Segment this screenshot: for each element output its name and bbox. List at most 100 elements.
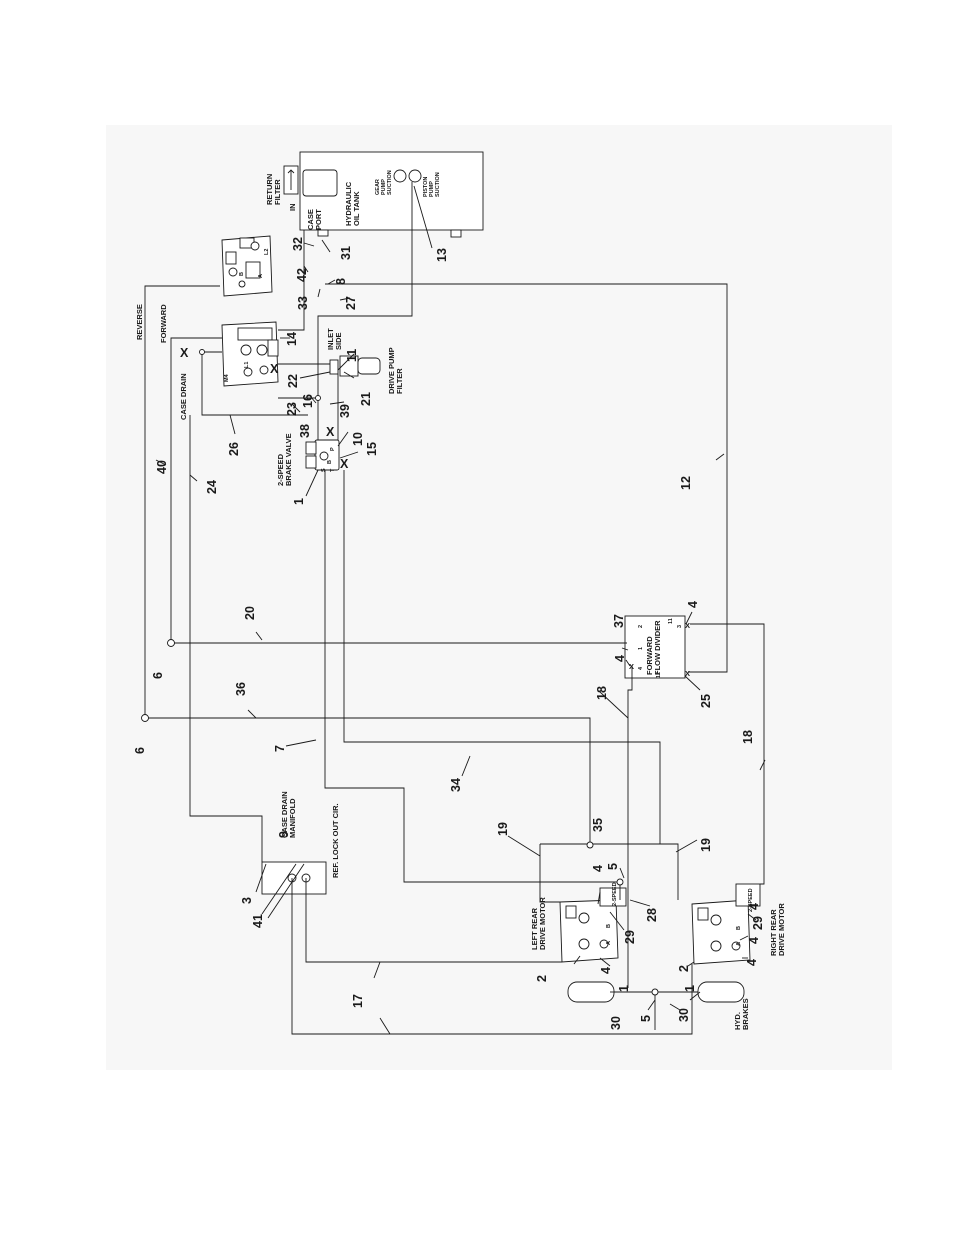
svg-text:3: 3: [677, 625, 683, 628]
svg-text:A: A: [606, 941, 612, 945]
callout-19-left: 19: [496, 822, 510, 836]
line-17b: [291, 878, 693, 1035]
line-forward: [170, 337, 222, 643]
hyd-brakes-label: HYD.BRAKES: [733, 998, 750, 1030]
callout-27: 27: [344, 296, 358, 310]
left-rear-drive-motor-label: LEFT REARDRIVE MOTOR: [530, 897, 547, 950]
hydraulic-oil-tank: RETURNFILTER IN CASEPORT HYDRAULICOIL TA…: [265, 151, 484, 238]
hydraulic-brakes: HYD.BRAKES: [567, 981, 750, 1030]
callout-21: 21: [359, 392, 373, 406]
callout-2-right: 2: [677, 965, 691, 972]
tee-5-upper: [616, 878, 624, 886]
callout-29-right: 29: [751, 916, 765, 930]
right-rear-drive-motor: B A 2-SPEED RIGHT REARDRIVE MOTOR: [691, 883, 786, 965]
callout-42: 42: [295, 268, 309, 282]
callout-10: 10: [351, 432, 365, 446]
callout-29-left: 29: [623, 930, 637, 944]
piston-drive-pump: M4 L1: [221, 321, 279, 387]
callout-36: 36: [234, 682, 248, 696]
callout-38: 38: [298, 424, 312, 438]
svg-text:L2: L2: [264, 249, 270, 255]
svg-text:P: P: [330, 447, 336, 451]
callout-2-left: 2: [535, 975, 549, 982]
line-32-case-port: [278, 230, 305, 331]
callout-7: 7: [273, 745, 287, 752]
line-36: [145, 717, 591, 845]
callout-12: 12: [679, 476, 693, 490]
callout-26: 26: [227, 442, 241, 456]
callout-4-left-top: 4: [591, 865, 605, 872]
svg-text:B: B: [327, 460, 333, 464]
svg-text:B: B: [606, 924, 612, 928]
callout-13: 13: [435, 248, 449, 262]
callout-30-right: 30: [677, 1008, 691, 1022]
return-filter-label: RETURNFILTER: [265, 174, 282, 205]
return-filter: [302, 169, 338, 197]
svg-text:12: 12: [656, 672, 662, 678]
case-drain-label: CASE DRAIN: [179, 373, 188, 420]
gear-pump-suction-label: GEARPUMPSUCTION: [375, 170, 393, 195]
svg-text:2-SPEED: 2-SPEED: [612, 882, 618, 906]
svg-text:2: 2: [638, 625, 644, 628]
callout-9: 9: [277, 831, 291, 838]
callout-28: 28: [645, 908, 659, 922]
forward-label: FORWARD: [159, 304, 168, 343]
tee-35: [586, 841, 594, 849]
callout-4-right-low: 4: [745, 959, 759, 966]
tee-5-lower: [651, 988, 659, 996]
tee-6-lower: [141, 714, 149, 722]
svg-text:11: 11: [668, 618, 674, 624]
line-7-34: [324, 470, 620, 883]
svg-text:A: A: [258, 274, 264, 278]
callout-30-left: 30: [609, 1016, 623, 1030]
callout-18-left: 18: [595, 686, 609, 700]
callout-4-fd: 4: [613, 655, 627, 662]
leader-lines: [155, 185, 766, 1035]
svg-text:B: B: [736, 926, 742, 930]
callout-4-right-mid: 4: [747, 937, 761, 944]
line-19: [540, 843, 679, 900]
callout-1-brake-left: 1: [617, 985, 631, 992]
callout-25: 25: [699, 694, 713, 708]
callout-5-lower: 5: [639, 1015, 653, 1022]
line-17a: [305, 878, 562, 963]
hydraulic-oil-tank-label: HYDRAULICOIL TANK: [344, 181, 361, 226]
callout-23: 23: [285, 402, 299, 416]
brake-valve-label: 2-SPEEDBRAKE VALVE: [276, 433, 293, 486]
callout-4-right-top: 4: [747, 903, 761, 910]
callout-35: 35: [591, 818, 605, 832]
svg-text:X: X: [270, 362, 279, 376]
ref-lock-out-label: REF. LOCK OUT CIR.: [331, 803, 340, 878]
line-18-right: [690, 623, 765, 885]
line-12: [325, 283, 728, 673]
callout-3: 3: [240, 897, 254, 904]
callout-31: 31: [339, 246, 353, 260]
callout-32: 32: [291, 237, 305, 251]
line-13-27-suction: [317, 182, 413, 398]
piston-pump-suction-label: PISTONPUMPSUCTION: [423, 172, 441, 197]
svg-text:2-SPEED: 2-SPEED: [748, 888, 754, 912]
hydraulic-lines: [144, 182, 765, 1035]
drive-pump-filter-label: DRIVE PUMPFILTER: [387, 347, 404, 394]
callout-39: 39: [338, 404, 352, 418]
case-drain-manifold-label: CASE DRAINMANIFOLD: [280, 791, 297, 838]
callout-6-upper: 6: [151, 672, 165, 679]
callout-19-right: 19: [699, 838, 713, 852]
callout-18-right: 18: [741, 730, 755, 744]
callout-17: 17: [351, 994, 365, 1008]
inlet-side-label: INLETSIDE: [326, 328, 343, 350]
svg-text:S: S: [321, 468, 327, 472]
callout-1-valve: 1: [292, 498, 306, 505]
tee-6-upper: [167, 639, 175, 647]
right-rear-drive-motor-label: RIGHT REARDRIVE MOTOR: [769, 903, 786, 956]
left-rear-drive-motor: B A 2-SPEED LEFT REARDRIVE MOTOR: [530, 882, 627, 963]
svg-text:B: B: [239, 272, 245, 276]
tee-fittings: [141, 349, 659, 996]
flow-arrow-icon: [287, 169, 295, 190]
callout-24: 24: [205, 480, 219, 494]
line-26: [201, 352, 308, 416]
callout-4-left-low: 4: [599, 967, 613, 974]
svg-text:X: X: [685, 669, 690, 678]
